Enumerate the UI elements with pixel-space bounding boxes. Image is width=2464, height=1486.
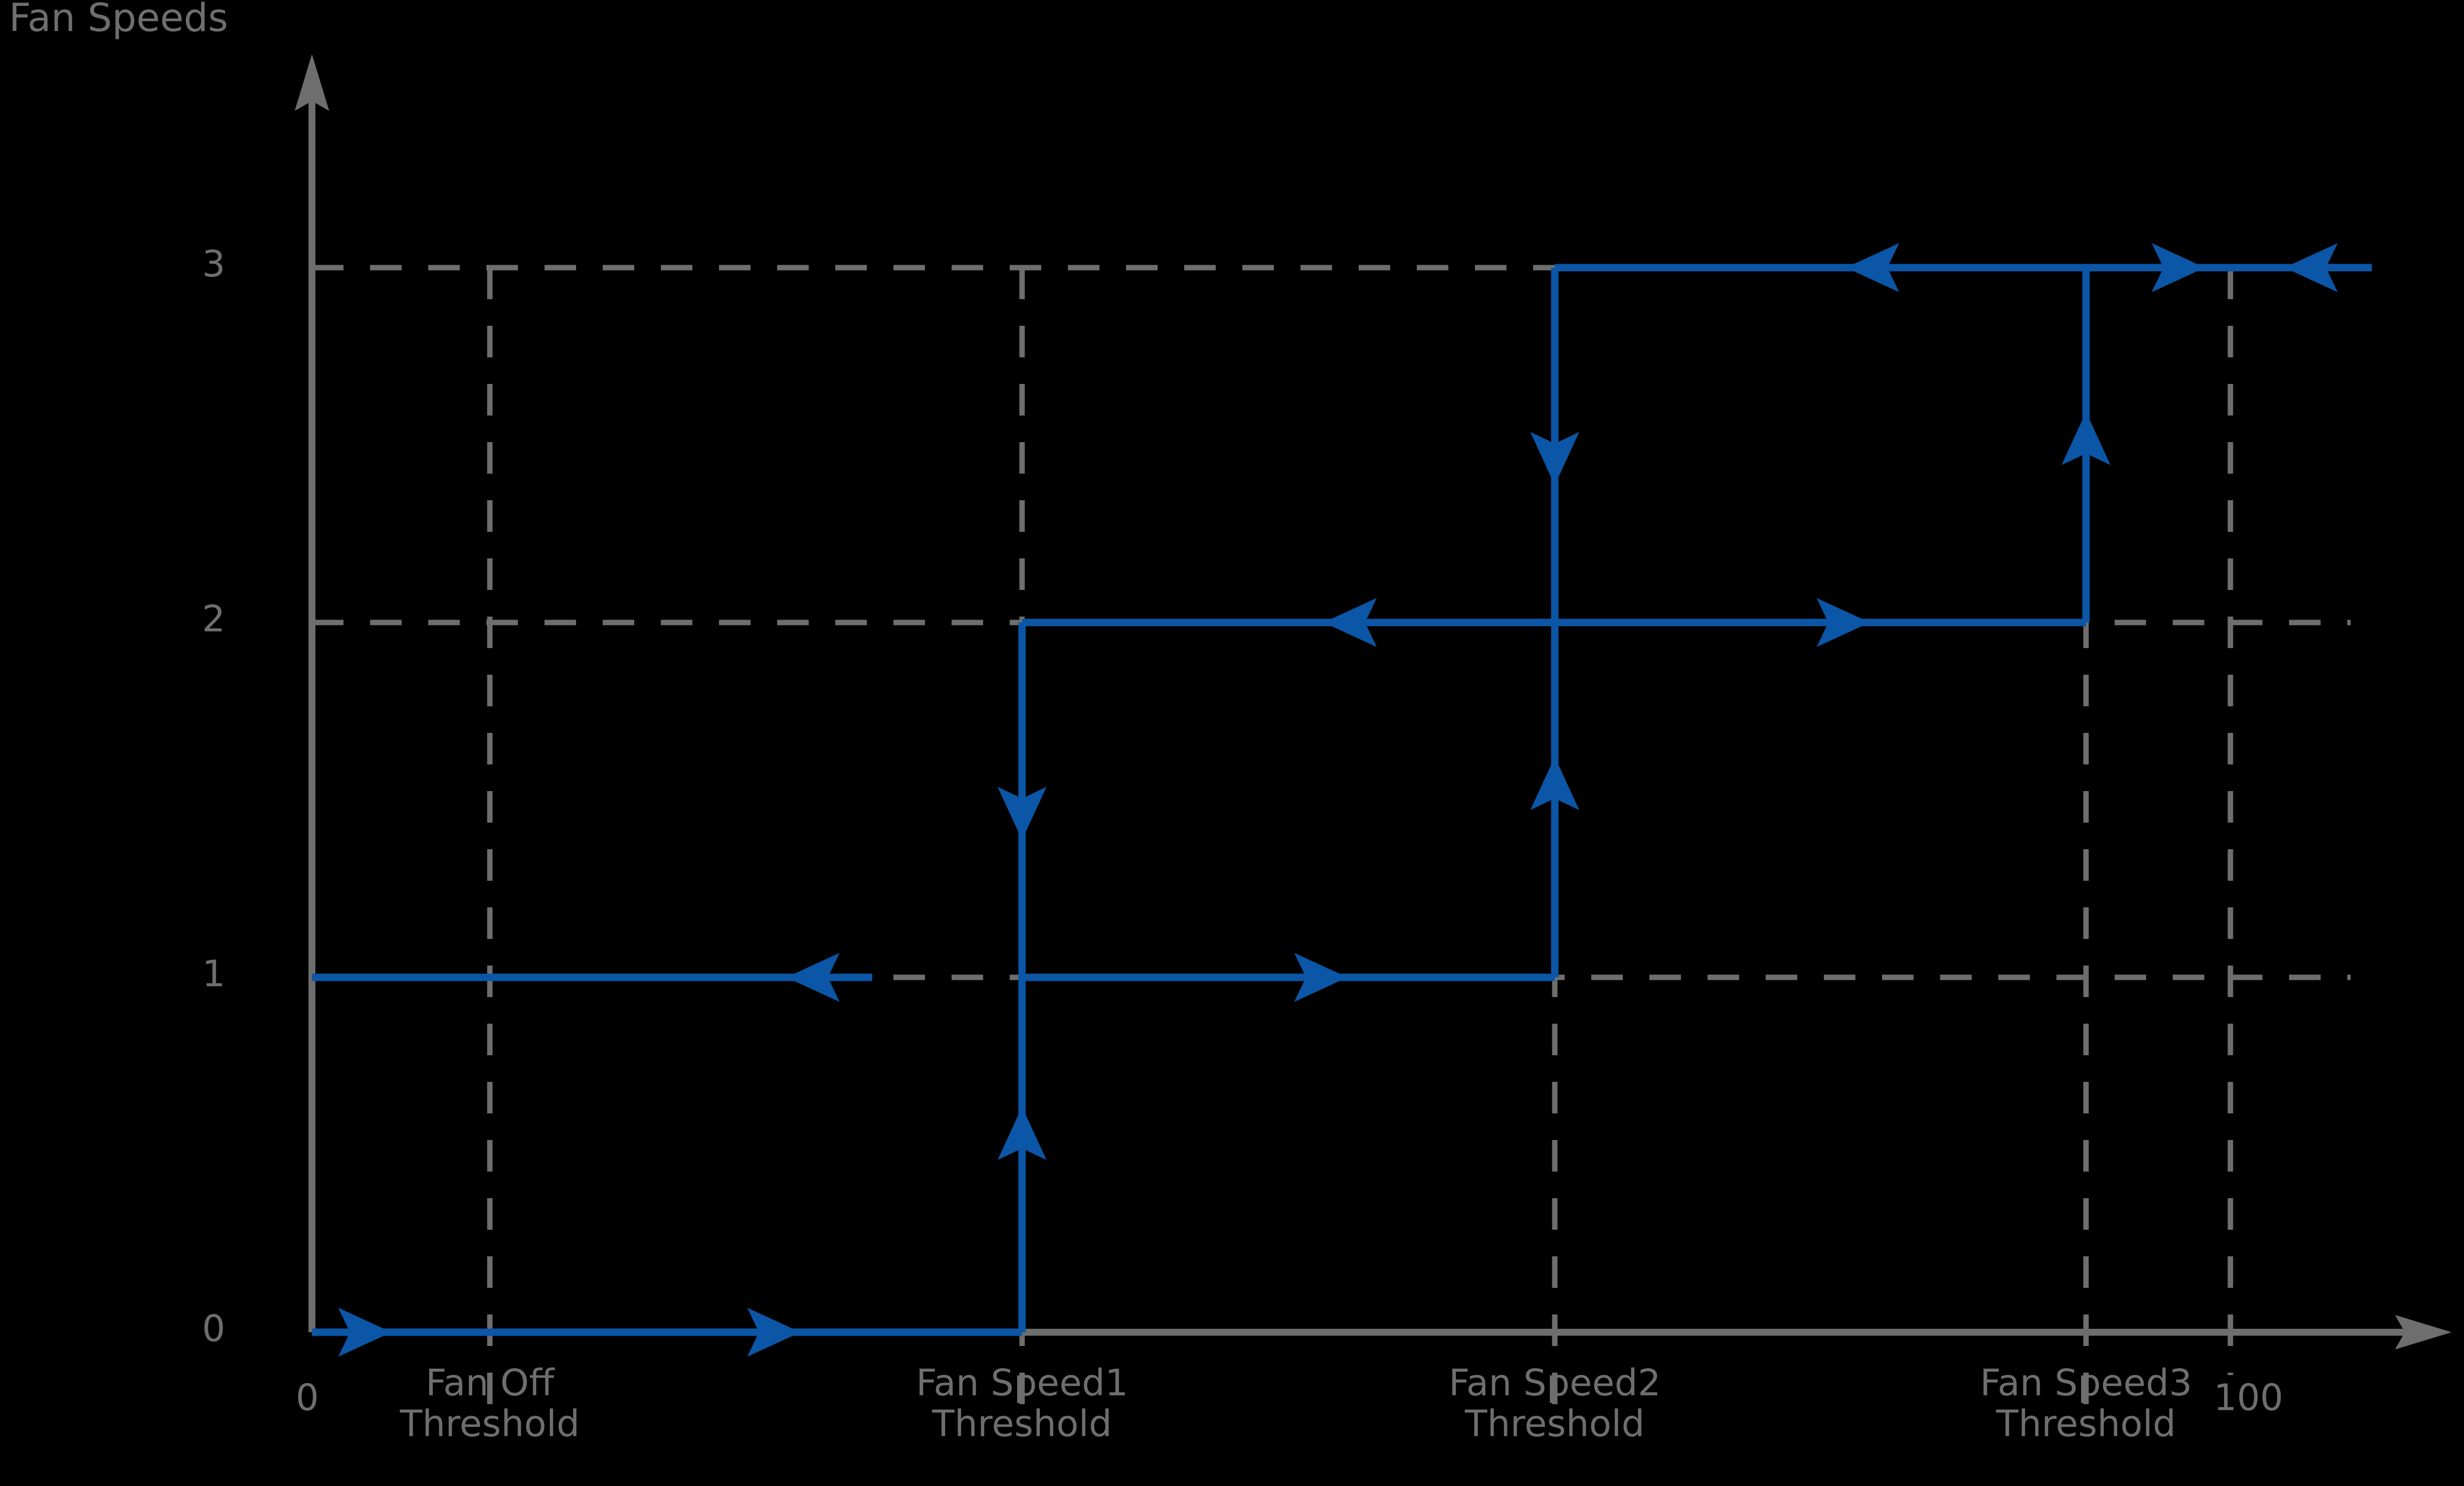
vertical-gridlines xyxy=(487,268,2233,1429)
x-tick-label-0: 0 xyxy=(296,1377,319,1419)
threshold-line-2: Threshold xyxy=(932,1402,1112,1445)
threshold-line-2: Threshold xyxy=(400,1402,580,1445)
y-axis-arrow-icon xyxy=(295,54,329,111)
x-tick-label-100: 100 xyxy=(2214,1377,2284,1419)
y-tick-label-1: 1 xyxy=(202,953,226,995)
x-axis-arrow-icon xyxy=(2395,1315,2452,1349)
y-tick-label-2: 2 xyxy=(202,598,226,640)
hysteresis-curve xyxy=(312,243,2372,1357)
y-tick-label-0: 0 xyxy=(202,1308,226,1350)
threshold-line-2: Threshold xyxy=(1996,1402,2176,1445)
y-axis xyxy=(295,54,329,1332)
threshold-line-2: Threshold xyxy=(1465,1402,1645,1445)
y-axis-title: Fan Speeds xyxy=(9,0,228,40)
y-tick-label-3: 3 xyxy=(202,243,226,285)
